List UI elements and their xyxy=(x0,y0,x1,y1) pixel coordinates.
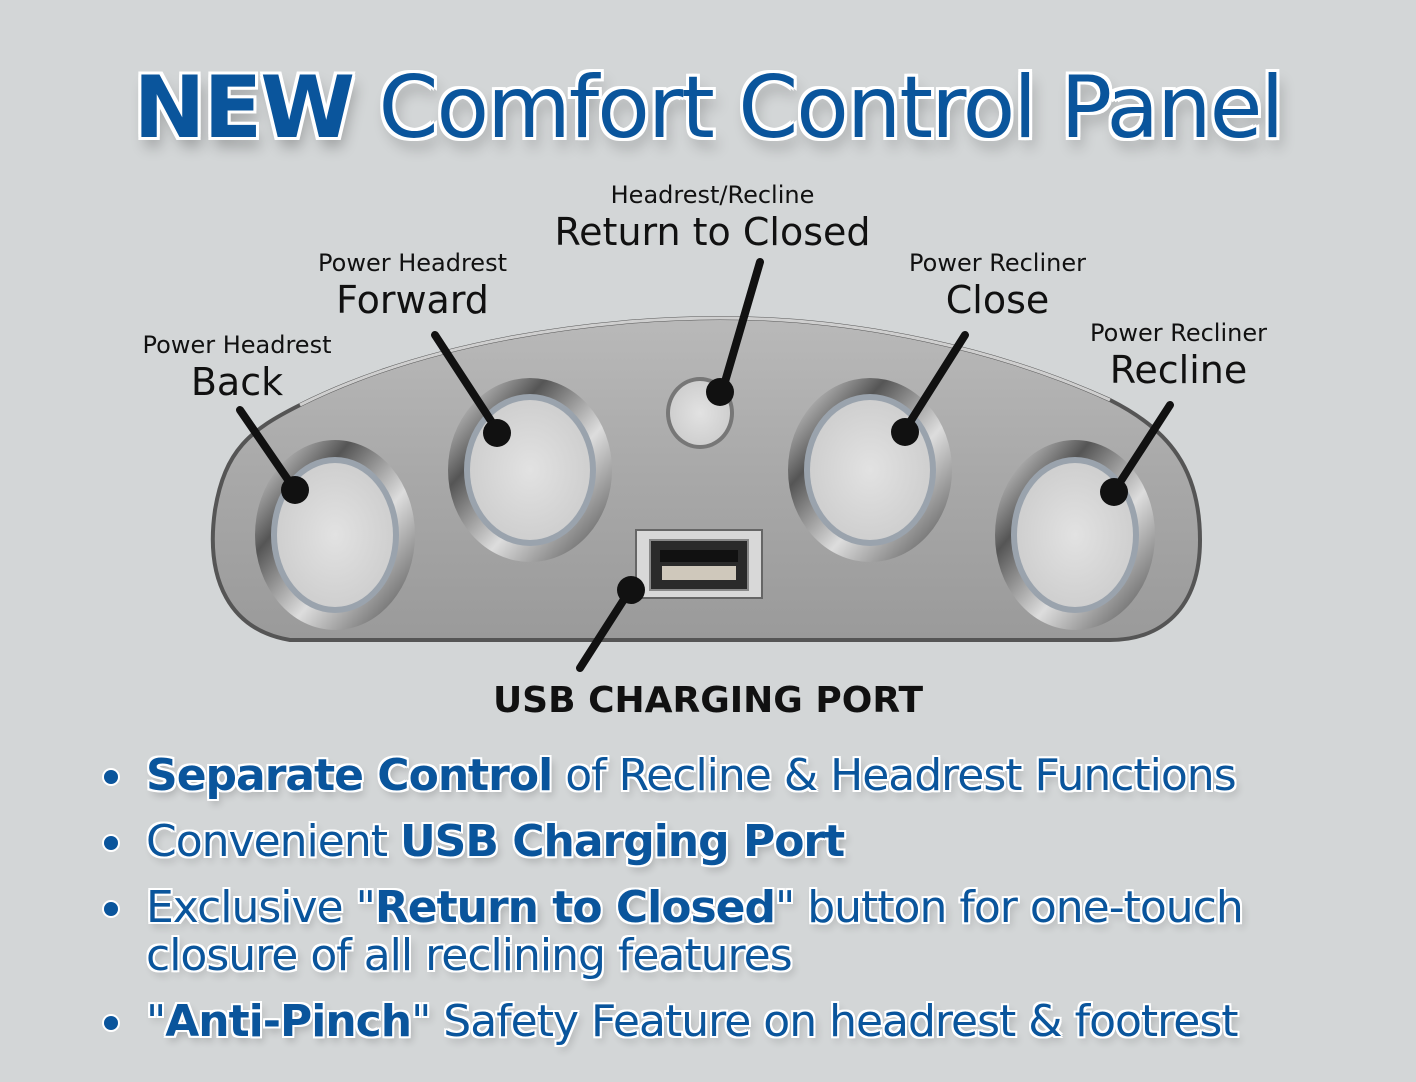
feature-list: Separate Control of Recline & Headrest F… xyxy=(100,752,1360,1064)
feature-text: of Recline & Headrest Functions xyxy=(552,750,1236,801)
feature-item: "Anti-Pinch" Safety Feature on headrest … xyxy=(100,998,1360,1046)
feature-emphasis: Anti-Pinch xyxy=(165,996,412,1047)
title-new: NEW xyxy=(133,58,356,158)
bullet-icon xyxy=(104,770,118,784)
callout-small: Power Recliner xyxy=(909,249,1086,277)
callout-return-to-closed: Headrest/Recline Return to Closed xyxy=(540,180,885,254)
callout-recliner-recline: Power Recliner Recline xyxy=(1076,318,1281,392)
usb-port xyxy=(635,529,763,599)
callout-big: Return to Closed xyxy=(554,210,871,254)
callout-small: Power Headrest xyxy=(318,249,507,277)
callout-headrest-back: Power Headrest Back xyxy=(132,330,342,404)
recliner-close-button xyxy=(788,378,952,562)
feature-text: Convenient xyxy=(146,816,400,867)
bullet-icon xyxy=(104,902,118,916)
callout-pointers xyxy=(236,258,1174,672)
headrest-forward-button xyxy=(448,378,612,562)
callout-recliner-close: Power Recliner Close xyxy=(895,248,1100,322)
bullet-icon xyxy=(104,1016,118,1030)
callout-small: Headrest/Recline xyxy=(610,181,815,209)
callout-big: Close xyxy=(945,278,1050,322)
feature-emphasis: Return to Closed xyxy=(374,882,776,933)
feature-text: " xyxy=(146,996,166,1047)
bullet-icon xyxy=(104,836,118,850)
feature-emphasis: USB Charging Port xyxy=(399,816,845,867)
callout-small: Power Headrest xyxy=(142,331,332,359)
page-title: NEW Comfort Control Panel xyxy=(0,58,1416,158)
feature-text: " Safety Feature on headrest & footrest xyxy=(411,996,1238,1047)
usb-charging-port-label: USB CHARGING PORT xyxy=(492,680,924,721)
feature-text: " button for one-touch closure of all re… xyxy=(146,882,1244,981)
callout-headrest-forward: Power Headrest Forward xyxy=(305,248,520,322)
feature-text: Exclusive " xyxy=(146,882,376,933)
feature-item: Exclusive "Return to Closed" button for … xyxy=(100,884,1360,980)
feature-emphasis: Separate Control xyxy=(146,750,553,801)
title-main: Comfort Control Panel xyxy=(378,58,1284,158)
feature-item: Separate Control of Recline & Headrest F… xyxy=(100,752,1360,800)
callout-big: Recline xyxy=(1109,348,1248,392)
callout-big: Forward xyxy=(336,278,489,322)
feature-item: Convenient USB Charging Port xyxy=(100,818,1360,866)
callout-small: Power Recliner xyxy=(1090,319,1267,347)
callout-big: Back xyxy=(190,360,284,404)
